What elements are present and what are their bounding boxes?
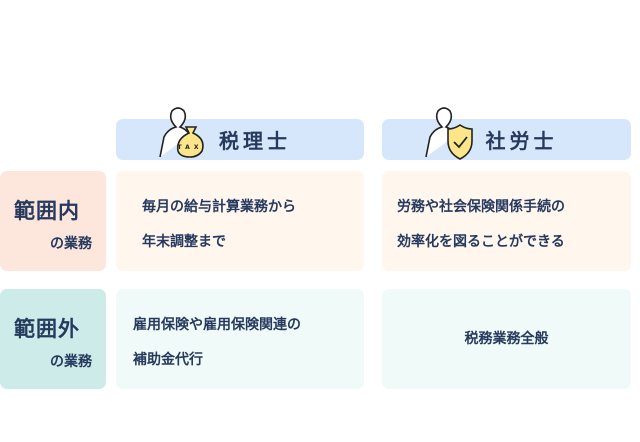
row-label-in-scope: 範囲内 の業務 [0,171,106,271]
row-label-main: 範囲外 [14,317,80,341]
cell-out-of-scope-labor: 税務業務全般 [382,289,631,389]
row-label-out-of-scope: 範囲外 の業務 [0,289,106,389]
cell-text: 労務や社会保険関係手続の [397,199,565,215]
cell-text: 効率化を図ることができる [397,234,565,250]
column-title: 税理士 [219,129,291,153]
tax-badge: TAX [178,144,203,151]
cell-text: 年末調整まで [142,234,226,250]
tax-advisor-icon: TAX [159,107,204,158]
labor-advisor-shield-icon [425,107,473,160]
row-label-main: 範囲内 [14,199,80,223]
cell-in-scope-tax: 毎月の給与計算業務から 年末調整まで [116,171,364,271]
row-label-sub: の業務 [50,354,92,370]
row-label-sub: の業務 [50,236,92,252]
cell-text: 毎月の給与計算業務から [142,199,296,215]
cell-text: 雇用保険や雇用保険関連の [133,317,301,333]
cell-text: 税務業務全般 [464,330,549,347]
column-header-labor-consultant: 社労士 [382,107,631,160]
cell-in-scope-labor: 労務や社会保険関係手続の 効率化を図ることができる [382,171,631,271]
column-header-tax-accountant: TAX 税理士 [116,107,364,160]
cell-text: 補助金代行 [133,352,203,368]
column-title: 社労士 [485,129,558,153]
cell-out-of-scope-tax: 雇用保険や雇用保険関連の 補助金代行 [116,289,364,389]
